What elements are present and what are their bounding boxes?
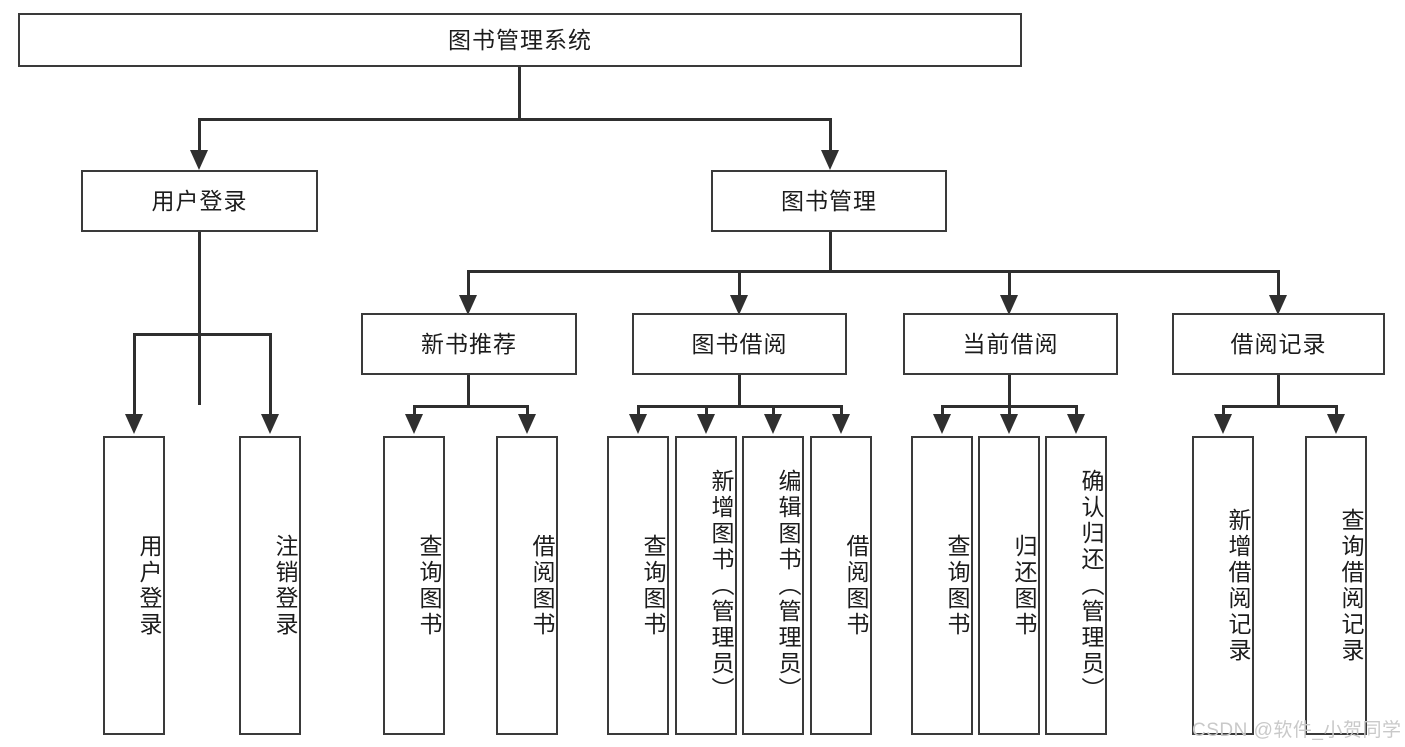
node-label: 确认归还（管理员）	[1078, 468, 1104, 703]
node-label: 查询图书	[944, 533, 970, 638]
leaf-bookborrow-query-book[interactable]: 查询图书	[607, 436, 669, 735]
node-book-management[interactable]: 图书管理	[711, 170, 947, 232]
leaf-borrowrecord-query-record[interactable]: 查询借阅记录	[1305, 436, 1367, 735]
leaf-bookborrow-borrow-book[interactable]: 借阅图书	[810, 436, 872, 735]
arrow-currentborrow-0	[933, 414, 951, 434]
connector-borrowrecord-bus	[1222, 405, 1338, 408]
node-label: 借阅图书	[529, 533, 555, 638]
connector-currentborrow-drop-1	[1008, 405, 1011, 418]
node-label: 图书管理系统	[448, 26, 592, 53]
arrow-borrowrecord-1	[1327, 414, 1345, 434]
node-label: 借阅图书	[843, 533, 869, 638]
watermark-text: CSDN @软件_小贺同学	[1192, 720, 1402, 741]
connector-newbook-stem	[467, 375, 470, 405]
arrow-userlogin-0	[125, 414, 143, 434]
leaf-user-login[interactable]: 用户登录	[103, 436, 165, 735]
leaf-borrowrecord-add-record[interactable]: 新增借阅记录	[1192, 436, 1254, 735]
connector-userlogin-drop-0	[133, 333, 136, 418]
node-label: 查询借阅记录	[1338, 507, 1364, 664]
node-current-borrow[interactable]: 当前借阅	[903, 313, 1118, 375]
connector-bookborrow-drop-1	[705, 405, 708, 418]
node-label: 用户登录	[151, 187, 248, 214]
arrow-level3-0	[459, 295, 477, 315]
arrow-level3-1	[730, 295, 748, 315]
arrow-currentborrow-1	[1000, 414, 1018, 434]
node-user-login[interactable]: 用户登录	[81, 170, 318, 232]
arrow-level2-0	[190, 150, 208, 170]
connector-currentborrow-drop-0	[941, 405, 944, 418]
leaf-currentborrow-query-book[interactable]: 查询图书	[911, 436, 973, 735]
connector-bookborrow-drop-0	[637, 405, 640, 418]
connector-level3-drop-0	[467, 270, 470, 299]
connector-root-stem	[518, 67, 521, 118]
arrow-newbook-0	[405, 414, 423, 434]
node-label: 注销登录	[272, 533, 298, 638]
leaf-newbook-borrow-book[interactable]: 借阅图书	[496, 436, 558, 735]
connector-level2-drop-0	[198, 118, 201, 154]
leaf-newbook-query-book[interactable]: 查询图书	[383, 436, 445, 735]
arrow-level3-2	[1000, 295, 1018, 315]
connector-level2-bus	[198, 118, 832, 121]
arrow-bookborrow-3	[832, 414, 850, 434]
connector-currentborrow-stem	[1008, 375, 1011, 405]
leaf-bookborrow-add-book-admin[interactable]: 新增图书（管理员）	[675, 436, 737, 735]
node-label: 新书推荐	[421, 330, 517, 357]
connector-userlogin-stem	[198, 232, 201, 405]
leaf-user-logout[interactable]: 注销登录	[239, 436, 301, 735]
arrow-bookborrow-0	[629, 414, 647, 434]
connector-level3-drop-3	[1277, 270, 1280, 299]
node-label: 归还图书	[1011, 533, 1037, 638]
connector-borrowrecord-drop-0	[1222, 405, 1225, 418]
node-label: 图书借阅	[691, 330, 788, 357]
connector-bookborrow-drop-2	[772, 405, 775, 418]
arrow-level2-1	[821, 150, 839, 170]
connector-bookmgmt-stem	[829, 232, 832, 270]
connector-borrowrecord-drop-1	[1335, 405, 1338, 418]
node-label: 查询图书	[416, 533, 442, 638]
leaf-currentborrow-confirm-return-admin[interactable]: 确认归还（管理员）	[1045, 436, 1107, 735]
connector-userlogin-bus	[133, 333, 272, 336]
connector-level3-drop-1	[738, 270, 741, 299]
connector-level3-drop-2	[1008, 270, 1011, 299]
node-book-borrow[interactable]: 图书借阅	[632, 313, 847, 375]
arrow-newbook-1	[518, 414, 536, 434]
node-label: 当前借阅	[962, 330, 1059, 357]
arrow-level3-3	[1269, 295, 1287, 315]
connector-borrowrecord-stem	[1277, 375, 1280, 405]
leaf-bookborrow-edit-book-admin[interactable]: 编辑图书（管理员）	[742, 436, 804, 735]
node-label: 编辑图书（管理员）	[775, 468, 801, 703]
connector-userlogin-drop-1	[269, 333, 272, 418]
connector-bookborrow-bus	[637, 405, 843, 408]
connector-bookborrow-drop-3	[840, 405, 843, 418]
connector-newbook-drop-1	[526, 405, 529, 418]
node-label: 借阅记录	[1230, 330, 1327, 357]
arrow-bookborrow-1	[697, 414, 715, 434]
leaf-currentborrow-return-book[interactable]: 归还图书	[978, 436, 1040, 735]
arrow-bookborrow-2	[764, 414, 782, 434]
connector-level3-bus	[467, 270, 1280, 273]
node-label: 新增图书（管理员）	[708, 468, 734, 703]
connector-newbook-bus	[413, 405, 529, 408]
connector-bookborrow-stem	[738, 375, 741, 405]
node-label: 新增借阅记录	[1225, 507, 1251, 664]
connector-newbook-drop-0	[413, 405, 416, 418]
connector-level2-drop-1	[829, 118, 832, 154]
node-borrow-record[interactable]: 借阅记录	[1172, 313, 1385, 375]
node-label: 用户登录	[136, 533, 162, 638]
node-label: 图书管理	[781, 187, 877, 214]
node-root-system[interactable]: 图书管理系统	[18, 13, 1022, 67]
node-new-book-recommend[interactable]: 新书推荐	[361, 313, 577, 375]
arrow-currentborrow-2	[1067, 414, 1085, 434]
connector-currentborrow-drop-2	[1075, 405, 1078, 418]
node-label: 查询图书	[640, 533, 666, 638]
arrow-userlogin-1	[261, 414, 279, 434]
arrow-borrowrecord-0	[1214, 414, 1232, 434]
